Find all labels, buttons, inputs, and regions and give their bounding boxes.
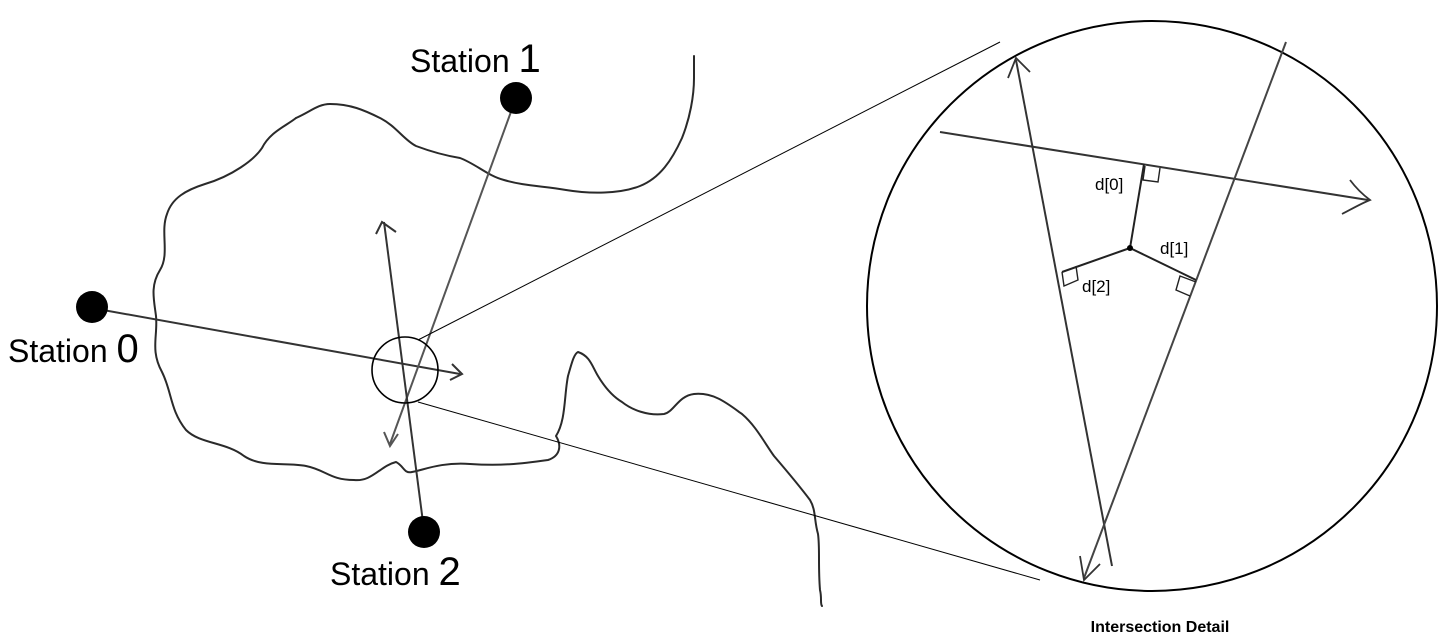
detail-bearing-2 — [1015, 59, 1113, 567]
bearing-line-2 — [375, 220, 425, 531]
right-angle-marker — [1175, 275, 1197, 297]
station-1-label: Station 1 — [410, 37, 541, 81]
station-0-marker — [76, 291, 108, 323]
detail-bearing-1 — [1083, 41, 1287, 579]
distance-label-0: d[0] — [1095, 175, 1123, 194]
intersection-highlight — [371, 336, 439, 404]
distance-label-2: d[2] — [1082, 277, 1110, 296]
distance-segment-2 — [1061, 247, 1131, 273]
station-1-marker — [500, 82, 532, 114]
detail-caption: Intersection Detail — [1091, 619, 1230, 636]
arrowhead-icon — [375, 220, 397, 235]
distance-segment-1 — [1129, 247, 1197, 281]
zoom-connector-top — [417, 41, 1001, 341]
station-2-marker — [408, 516, 440, 548]
estimated-position-marker — [1127, 245, 1133, 251]
zoom-connector-bottom — [417, 401, 1041, 581]
right-angle-marker — [1061, 265, 1079, 288]
coastline-upper — [295, 55, 696, 194]
detail-circle — [866, 20, 1438, 592]
detail-bearing-0 — [939, 131, 1369, 201]
coastline-outline — [152, 117, 823, 607]
station-2-label: Station 2 — [330, 550, 461, 594]
bearing-line-1 — [383, 97, 517, 449]
right-angle-marker — [1142, 165, 1161, 183]
distance-label-1: d[1] — [1160, 239, 1188, 258]
bearing-line-0 — [91, 307, 464, 381]
intersection-detail: d[0] d[1] d[2] — [866, 20, 1438, 592]
distance-segment-0 — [1129, 163, 1145, 249]
arrowhead-icon — [449, 363, 464, 381]
station-0-label: Station 0 — [8, 327, 139, 371]
arrowhead-icon — [383, 431, 399, 449]
arrowhead-icon — [1341, 179, 1372, 215]
arrowhead-icon — [1007, 56, 1031, 79]
arrowhead-icon — [1079, 555, 1101, 582]
